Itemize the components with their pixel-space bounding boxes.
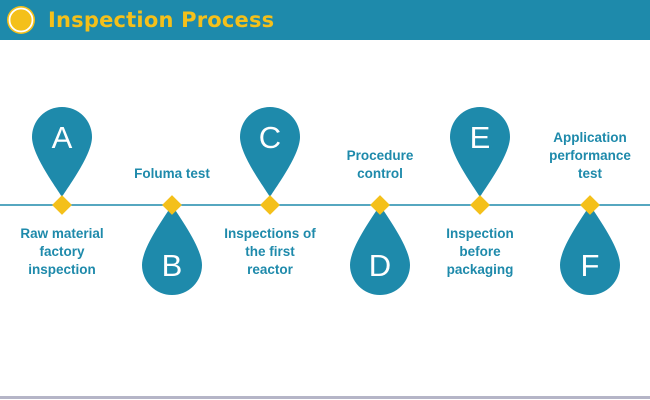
step-pin-a — [32, 107, 92, 197]
timeline-diamond-marker — [260, 195, 280, 215]
step-letter-f: F — [581, 248, 600, 283]
page-title: Inspection Process — [48, 8, 275, 32]
bottom-divider — [0, 396, 650, 399]
timeline-diamond-marker — [370, 195, 390, 215]
timeline-diamond-marker — [470, 195, 490, 215]
step-label-d: Procedure control — [346, 148, 414, 181]
step-letter-b: B — [162, 248, 183, 283]
timeline-diamond-marker — [580, 195, 600, 215]
step-pin-f — [560, 205, 620, 295]
step-label-a: Raw material factory inspection — [20, 226, 104, 277]
step-pin-e — [450, 107, 510, 197]
timeline-diamond-marker — [162, 195, 182, 215]
step-label-f: Application performance test — [549, 130, 631, 181]
header-bar: Inspection Process — [0, 0, 650, 40]
step-pin-d — [350, 205, 410, 295]
step-pin-b — [142, 205, 202, 295]
timeline-diamond-marker — [52, 195, 72, 215]
step-letter-a: A — [52, 120, 73, 155]
step-letter-d: D — [369, 248, 391, 283]
step-letter-e: E — [470, 120, 491, 155]
step-letter-c: C — [259, 120, 281, 155]
sun-circle-icon — [7, 6, 35, 34]
step-label-b: Foluma test — [134, 166, 210, 181]
step-label-e: Inspection before packaging — [446, 226, 514, 277]
step-pin-c — [240, 107, 300, 197]
step-label-c: Inspections of the first reactor — [224, 226, 316, 277]
